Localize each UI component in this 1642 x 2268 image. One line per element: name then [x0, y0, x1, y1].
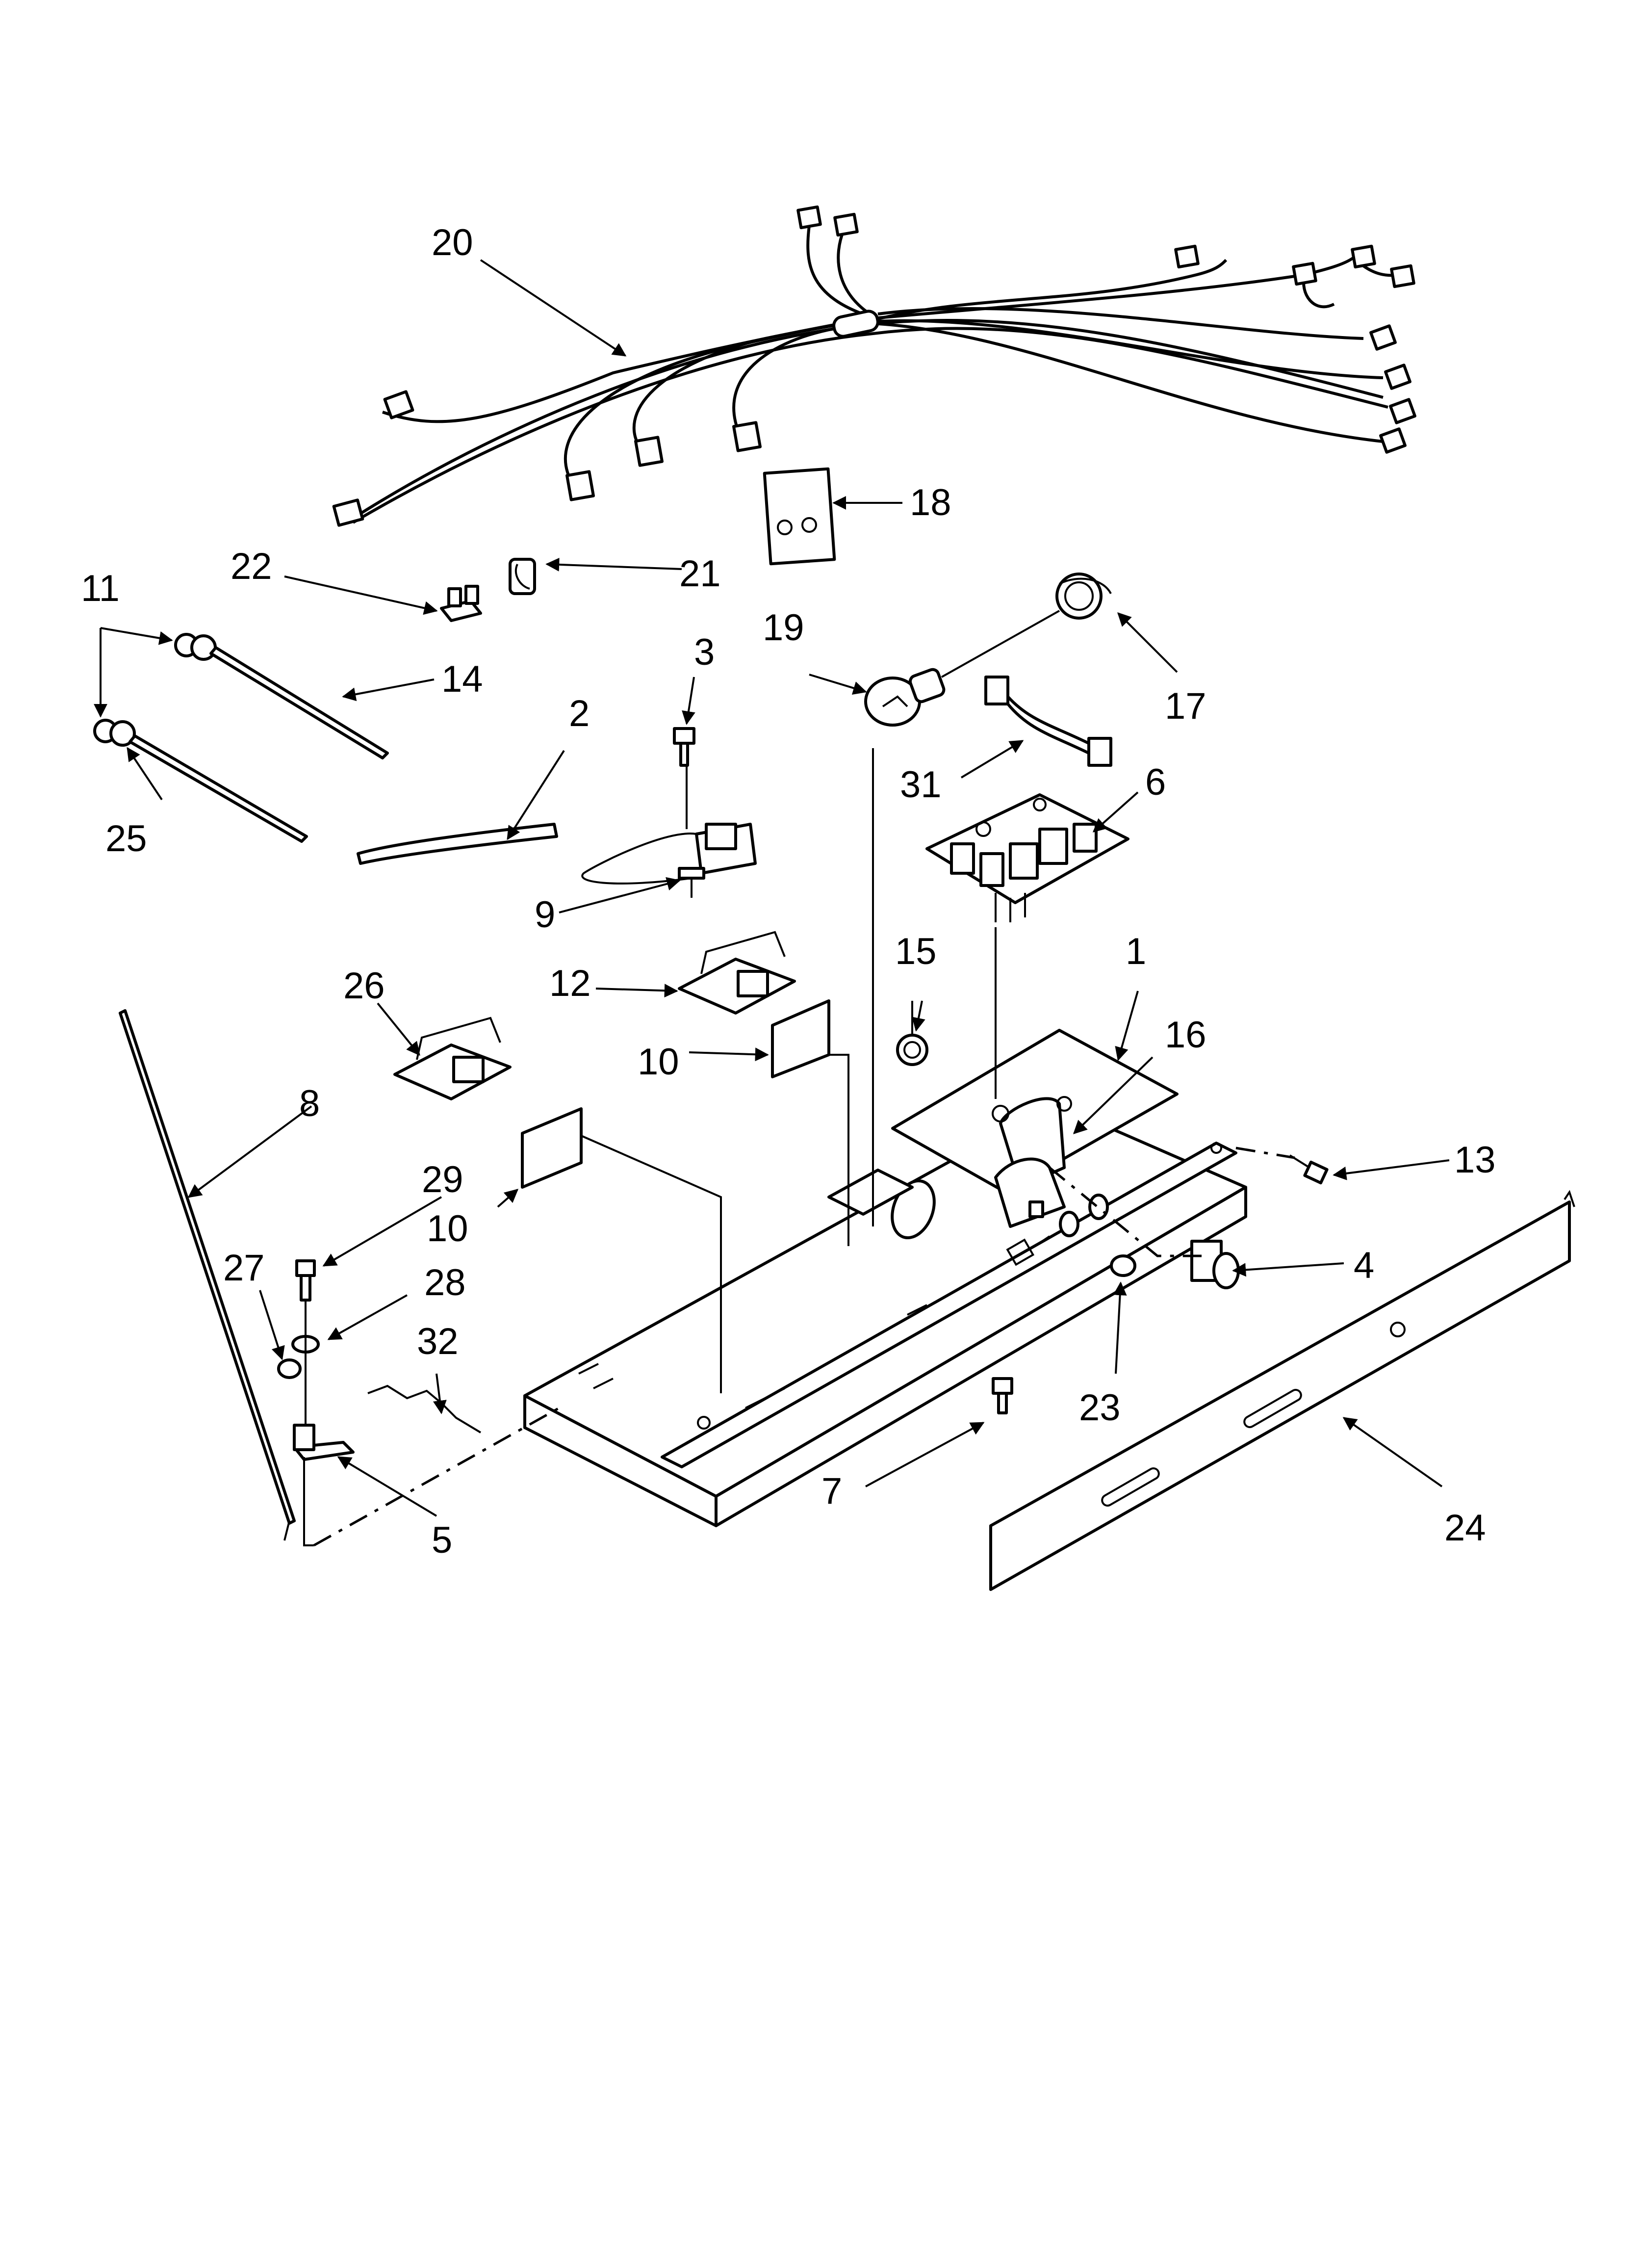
callout-1: 1	[1126, 931, 1146, 972]
callout-25: 24	[1444, 1507, 1486, 1549]
bracket-part-lower[interactable]	[393, 1017, 512, 1100]
callout-32: 32	[417, 1321, 459, 1362]
callout-28: 28	[424, 1262, 466, 1303]
callout-24: 27	[223, 1247, 265, 1289]
callout-5: 5	[432, 1519, 452, 1561]
guide-lines	[313, 748, 1295, 1547]
callout-18: 18	[910, 482, 951, 523]
wire-spring-part[interactable]	[367, 1384, 482, 1434]
callout-13: 13	[1454, 1139, 1496, 1181]
drain-hose-part[interactable]	[357, 823, 558, 865]
wire-harness[interactable]	[332, 205, 1416, 527]
callout-23: 23	[1079, 1387, 1121, 1429]
callout-10-top: 10	[638, 1041, 679, 1083]
callout-27: 26	[343, 965, 385, 1007]
callout-21: 21	[679, 553, 721, 595]
callout-22: 22	[231, 546, 272, 587]
switch-part[interactable]	[581, 823, 757, 885]
callout-10-bottom: 10	[427, 1208, 468, 1250]
insulation-pad-part[interactable]	[763, 467, 836, 566]
thermostat-switch-part[interactable]	[1190, 1240, 1240, 1289]
screw-part-13[interactable]	[1289, 1154, 1329, 1185]
callout-6: 6	[1145, 761, 1166, 803]
jumper-wire-part[interactable]	[984, 676, 1112, 767]
callout-12: 12	[549, 963, 591, 1004]
hinge-assembly[interactable]	[277, 1259, 355, 1546]
grommet-part[interactable]	[93, 633, 217, 747]
callout-31: 31	[900, 764, 942, 806]
clip-part[interactable]	[509, 558, 536, 595]
callout-11: 11	[81, 568, 120, 609]
callout-3: 3	[694, 631, 715, 673]
callout-4: 4	[1354, 1245, 1374, 1286]
callout-15: 15	[895, 931, 937, 972]
callout-17: 17	[1165, 685, 1206, 727]
callout-labels: 20 18 21 22 11 14 25 2 3 9 19 17 31 6 15…	[81, 222, 1496, 1561]
screw-part-7[interactable]	[992, 1377, 1013, 1414]
callout-8: 8	[299, 1083, 320, 1124]
callout-19: 19	[763, 607, 804, 649]
callout-29: 29	[422, 1159, 463, 1200]
callout-14: 14	[441, 658, 483, 700]
leader-lines	[94, 259, 1450, 1517]
plug-part[interactable]	[896, 1034, 928, 1066]
knob-part[interactable]	[1110, 1254, 1136, 1277]
screw-part[interactable]	[673, 727, 695, 767]
bracket-part[interactable]	[678, 931, 796, 1015]
callout-9: 9	[535, 894, 555, 936]
tube-part[interactable]	[128, 646, 389, 843]
lamp-socket-part[interactable]	[1055, 573, 1112, 620]
callout-2: 2	[569, 693, 590, 734]
control-board-part[interactable]	[925, 793, 1129, 922]
callout-26: 25	[105, 818, 147, 860]
light-bulb-part[interactable]	[864, 610, 1060, 727]
control-housing[interactable]	[523, 1029, 1247, 1527]
callout-16: 16	[1165, 1014, 1206, 1056]
rod-part[interactable]	[119, 1009, 296, 1541]
callout-20: 20	[432, 222, 473, 263]
callout-7: 7	[821, 1470, 842, 1512]
connector-part[interactable]	[440, 585, 482, 622]
label-part[interactable]	[521, 999, 830, 1189]
trim-panel[interactable]	[989, 1190, 1575, 1591]
